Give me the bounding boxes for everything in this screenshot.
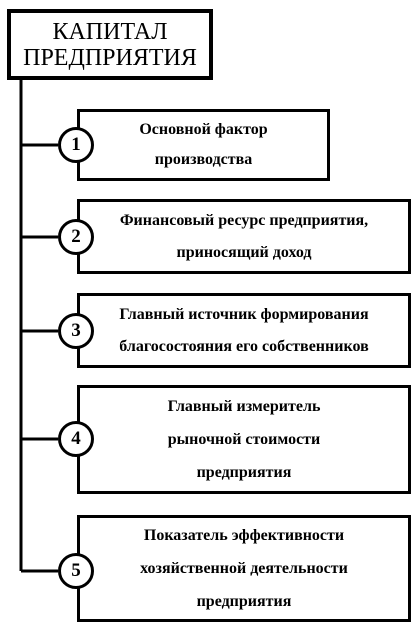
item-2-line-1: Финансовый ресурс предприятия, bbox=[119, 211, 369, 229]
item-2-line-2: приносящий доход bbox=[176, 243, 312, 261]
item-4-line-2: рыночной стоимости bbox=[167, 431, 321, 448]
number-circle-2: 2 bbox=[58, 219, 94, 255]
item-3-line-2: благосостояния его собственников bbox=[119, 337, 369, 355]
number-4: 4 bbox=[71, 428, 81, 449]
item-box-1: Основной фактор производства bbox=[77, 109, 330, 181]
item-4-line-1: Главный измеритель bbox=[167, 398, 321, 415]
item-4-line-3: предприятия bbox=[196, 464, 292, 481]
item-box-4: Главный измеритель рыночной стоимости пр… bbox=[77, 385, 411, 494]
number-2: 2 bbox=[71, 226, 81, 247]
number-1: 1 bbox=[71, 134, 81, 155]
number-circle-1: 1 bbox=[58, 127, 94, 163]
item-box-5: Показатель эффективности хозяйственной д… bbox=[77, 515, 411, 622]
item-1-line-1: Основной фактор bbox=[139, 121, 268, 138]
item-5-line-2: хозяйственной деятельности bbox=[140, 560, 348, 577]
item-box-2: Финансовый ресурс предприятия, приносящи… bbox=[77, 199, 411, 274]
item-1-line-2: производства bbox=[154, 151, 253, 168]
title-line-2: ПРЕДПРИЯТИЯ bbox=[23, 44, 197, 71]
title-line-1: КАПИТАЛ bbox=[52, 18, 168, 45]
number-circle-4: 4 bbox=[58, 421, 94, 457]
number-circle-3: 3 bbox=[58, 313, 94, 349]
item-3-line-1: Главный источник формирования bbox=[119, 305, 369, 323]
number-circle-5: 5 bbox=[58, 553, 94, 589]
number-3: 3 bbox=[71, 320, 81, 341]
number-5: 5 bbox=[71, 560, 81, 581]
item-5-line-1: Показатель эффективности bbox=[143, 527, 345, 544]
item-box-3: Главный источник формирования благососто… bbox=[77, 293, 411, 368]
item-5-line-3: предприятия bbox=[196, 593, 292, 610]
title-box: КАПИТАЛ ПРЕДПРИЯТИЯ bbox=[7, 9, 213, 80]
